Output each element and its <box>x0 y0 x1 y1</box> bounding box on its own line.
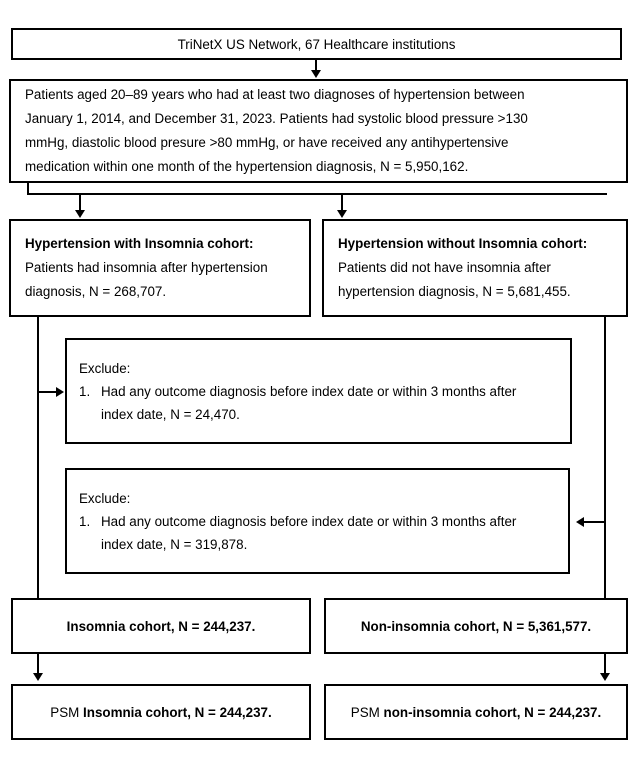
node-psm-non-insomnia-cohort: PSM non-insomnia cohort, N = 244,237. <box>324 684 628 740</box>
node-exclude-non-insomnia-line-1: Had any outcome diagnosis before index d… <box>101 513 517 529</box>
node-non-insomnia-cohort: Non-insomnia cohort, N = 5,361,577. <box>324 598 628 654</box>
node-without-insomnia-heading: Hypertension without Insomnia cohort: <box>338 236 588 251</box>
node-exclude-insomnia-heading: Exclude: <box>79 360 131 376</box>
node-exclude-non-insomnia: Exclude: 1. Had any outcome diagnosis be… <box>65 468 570 574</box>
node-hypertension-without-insomnia: Hypertension without Insomnia cohort: Pa… <box>322 219 628 317</box>
node-inclusion-criteria: Patients aged 20–89 years who had at lea… <box>9 79 628 183</box>
node-psm-non-insomnia-prefix: PSM <box>350 704 384 720</box>
connector-right-rail <box>604 317 606 608</box>
node-exclude-non-insomnia-number: 1. <box>79 513 91 529</box>
node-exclude-non-insomnia-item: 1. Had any outcome diagnosis before inde… <box>67 510 568 533</box>
node-source-text: TriNetX US Network, 67 Healthcare instit… <box>177 36 456 52</box>
node-exclude-non-insomnia-spacer <box>79 533 101 556</box>
node-inclusion-line-2: January 1, 2014, and December 31, 2023. … <box>25 111 528 126</box>
node-psm-non-insomnia-emphasis: non-insomnia cohort, N = 244,237. <box>383 704 602 720</box>
node-exclude-insomnia-item: 1. Had any outcome diagnosis before inde… <box>67 380 570 403</box>
node-insomnia-cohort-text: Insomnia cohort, N = 244,237. <box>66 618 256 634</box>
node-non-insomnia-cohort-text: Non-insomnia cohort, N = 5,361,577. <box>360 618 592 634</box>
arrowhead-non-insomnia-to-psm <box>600 673 610 681</box>
node-psm-insomnia-prefix: PSM <box>50 704 84 720</box>
arrowhead-insomnia-to-psm <box>33 673 43 681</box>
connector-insomnia-to-psm <box>37 654 39 675</box>
connector-non-insomnia-to-psm <box>604 654 606 675</box>
arrowhead-bus-to-with-insomnia <box>75 210 85 218</box>
node-hypertension-with-insomnia: Hypertension with Insomnia cohort: Patie… <box>9 219 311 317</box>
node-psm-insomnia-cohort-line: PSM Insomnia cohort, N = 244,237. <box>23 702 299 723</box>
connector-inclusion-bus <box>27 193 607 195</box>
connector-right-rail-to-exclude-2 <box>584 521 606 523</box>
node-source: TriNetX US Network, 67 Healthcare instit… <box>11 28 622 60</box>
connector-source-to-inclusion <box>315 60 317 72</box>
node-exclude-insomnia-item-cont: index date, N = 24,470. <box>67 403 570 426</box>
node-exclude-non-insomnia-heading: Exclude: <box>79 490 131 506</box>
node-exclude-insomnia-number: 1. <box>79 383 91 399</box>
node-exclude-insomnia-line-1: Had any outcome diagnosis before index d… <box>101 383 517 399</box>
node-exclude-insomnia-line-2: index date, N = 24,470. <box>101 406 240 422</box>
node-inclusion-line-3: mmHg, diastolic blood presure >80 mmHg, … <box>25 135 509 150</box>
connector-left-rail-to-exclude-1 <box>37 391 57 393</box>
node-psm-non-insomnia-cohort-line: PSM non-insomnia cohort, N = 244,237. <box>336 702 616 723</box>
connector-inclusion-stem <box>27 183 29 195</box>
node-insomnia-cohort: Insomnia cohort, N = 244,237. <box>11 598 311 654</box>
node-inclusion-line-4: medication within one month of the hyper… <box>25 159 469 174</box>
node-psm-insomnia-emphasis: Insomnia cohort, N = 244,237. <box>83 704 272 720</box>
node-exclude-non-insomnia-item-cont: index date, N = 319,878. <box>67 533 568 556</box>
arrowhead-left-rail-to-exclude-1 <box>56 387 64 397</box>
node-with-insomnia-heading: Hypertension with Insomnia cohort: <box>25 236 254 251</box>
connector-bus-to-with-insomnia <box>79 193 81 215</box>
node-without-insomnia-line-2: hypertension diagnosis, N = 5,681,455. <box>338 284 571 299</box>
node-without-insomnia-line-1: Patients did not have insomnia after <box>338 260 551 275</box>
node-exclude-non-insomnia-line-2: index date, N = 319,878. <box>101 536 248 552</box>
node-inclusion-line-1: Patients aged 20–89 years who had at lea… <box>25 87 525 102</box>
node-exclude-insomnia: Exclude: 1. Had any outcome diagnosis be… <box>65 338 572 444</box>
node-with-insomnia-line-1: Patients had insomnia after hypertension <box>25 260 268 275</box>
node-psm-insomnia-cohort: PSM Insomnia cohort, N = 244,237. <box>11 684 311 740</box>
connector-left-rail <box>37 317 39 608</box>
arrowhead-right-rail-to-exclude-2 <box>576 517 584 527</box>
arrowhead-bus-to-without-insomnia <box>337 210 347 218</box>
arrowhead-source-to-inclusion <box>311 70 321 78</box>
connector-bus-to-without-insomnia <box>341 193 343 215</box>
node-with-insomnia-line-2: diagnosis, N = 268,707. <box>25 284 167 299</box>
node-exclude-insomnia-spacer <box>79 403 101 426</box>
